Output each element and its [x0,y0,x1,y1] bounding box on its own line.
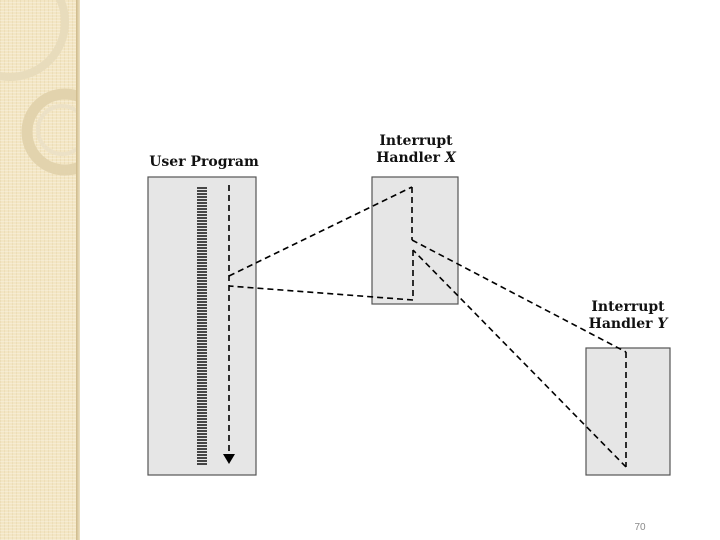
ring-ornament-icon [0,0,76,176]
return-to-user-program [228,285,414,301]
page-number: 70 [634,522,646,533]
handler-x-label: Interrupt Handler X [376,133,456,166]
decorative-sidebar [0,0,76,540]
jump-to-handler-y [411,239,627,353]
sidebar-edge [76,0,80,540]
return-to-handler-x [412,249,627,468]
handler-y-label: Interrupt Handler Y [588,299,668,332]
jump-to-handler-x [228,186,413,277]
handler-x-box [371,176,459,305]
handler-y-box [585,347,671,476]
arrow-head-icon [223,454,235,464]
instruction-ticks [197,187,207,465]
user-program-label: User Program [149,154,259,170]
